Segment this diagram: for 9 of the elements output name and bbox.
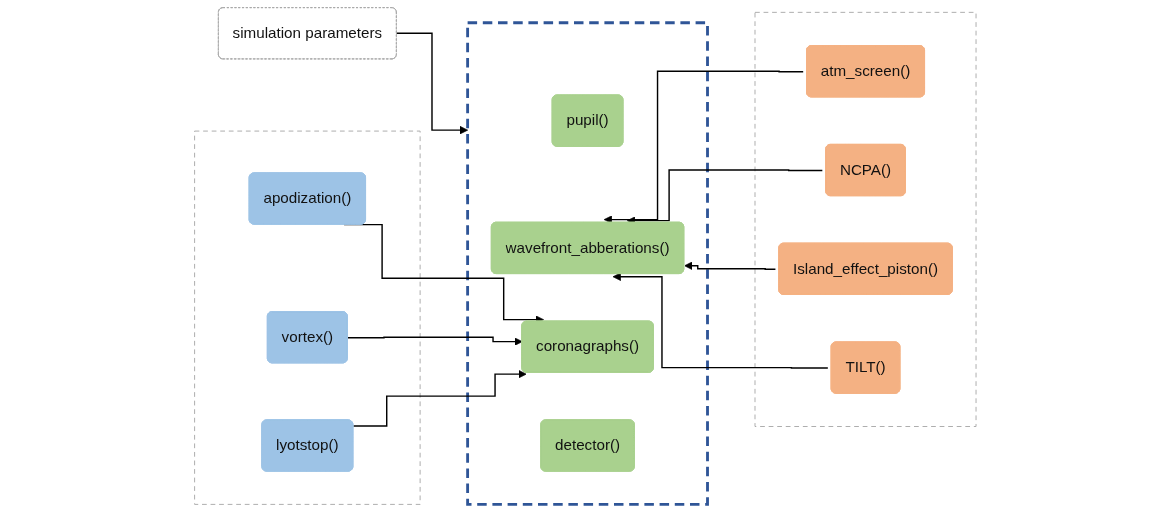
arrow <box>612 272 829 369</box>
arrow <box>603 70 805 224</box>
cluster <box>754 11 977 427</box>
arrow <box>347 336 523 346</box>
cluster <box>466 21 710 506</box>
arrow <box>395 32 469 135</box>
cluster <box>194 130 421 505</box>
arrow <box>352 369 527 427</box>
arrow <box>684 261 777 270</box>
